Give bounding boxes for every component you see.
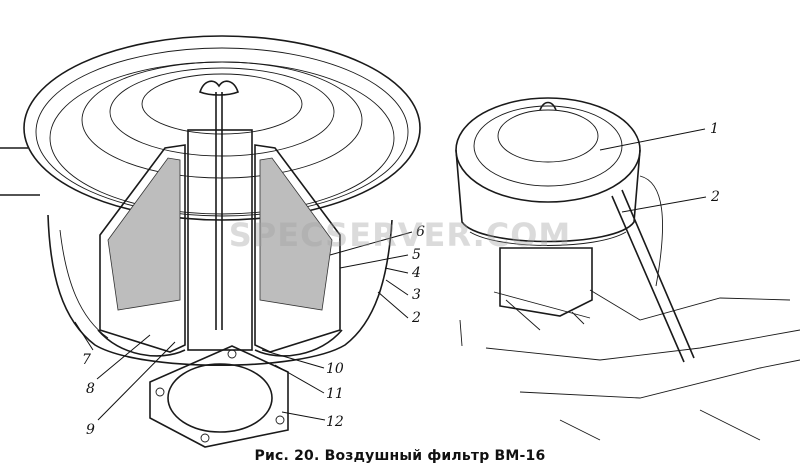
gasket-outline [149, 345, 289, 448]
callout-7: 7 [82, 352, 91, 368]
callout-11: 11 [326, 386, 344, 402]
filter-packing-left [107, 157, 181, 311]
callout-2b: 2 [411, 310, 421, 326]
filter-packing-right [259, 157, 333, 311]
callout-4: 4 [411, 265, 421, 281]
callout-1: 1 [710, 121, 719, 137]
callout-numbers: 1 2 3 4 5 6 2 7 8 9 10 11 12 [82, 121, 720, 438]
support-rod-drawing [611, 189, 695, 363]
gasket-hole [167, 363, 273, 433]
callout-5: 5 [412, 247, 421, 263]
cutaway-section [99, 144, 186, 353]
installed-air-filter [455, 97, 800, 441]
callout-12: 12 [326, 414, 344, 430]
cutaway-air-filter [0, 35, 421, 366]
callout-3: 3 [412, 287, 421, 303]
callout-leaders [74, 128, 707, 421]
carburetor [499, 247, 593, 317]
installed-housing [455, 149, 641, 243]
figure-caption: Рис. 20. Воздушный фильтр ВМ-16 [254, 448, 546, 464]
oil-bath [97, 329, 343, 357]
callout-8: 8 [86, 381, 95, 397]
engine-frame [459, 175, 800, 441]
callout-9: 9 [86, 422, 95, 438]
central-tube [187, 129, 253, 351]
callout-2a: 2 [710, 189, 720, 205]
gasket-drawing [149, 345, 289, 448]
inlet-pipe [0, 147, 40, 196]
callout-6: 6 [416, 224, 425, 240]
wing-nut [199, 80, 239, 96]
callout-10: 10 [326, 361, 344, 377]
